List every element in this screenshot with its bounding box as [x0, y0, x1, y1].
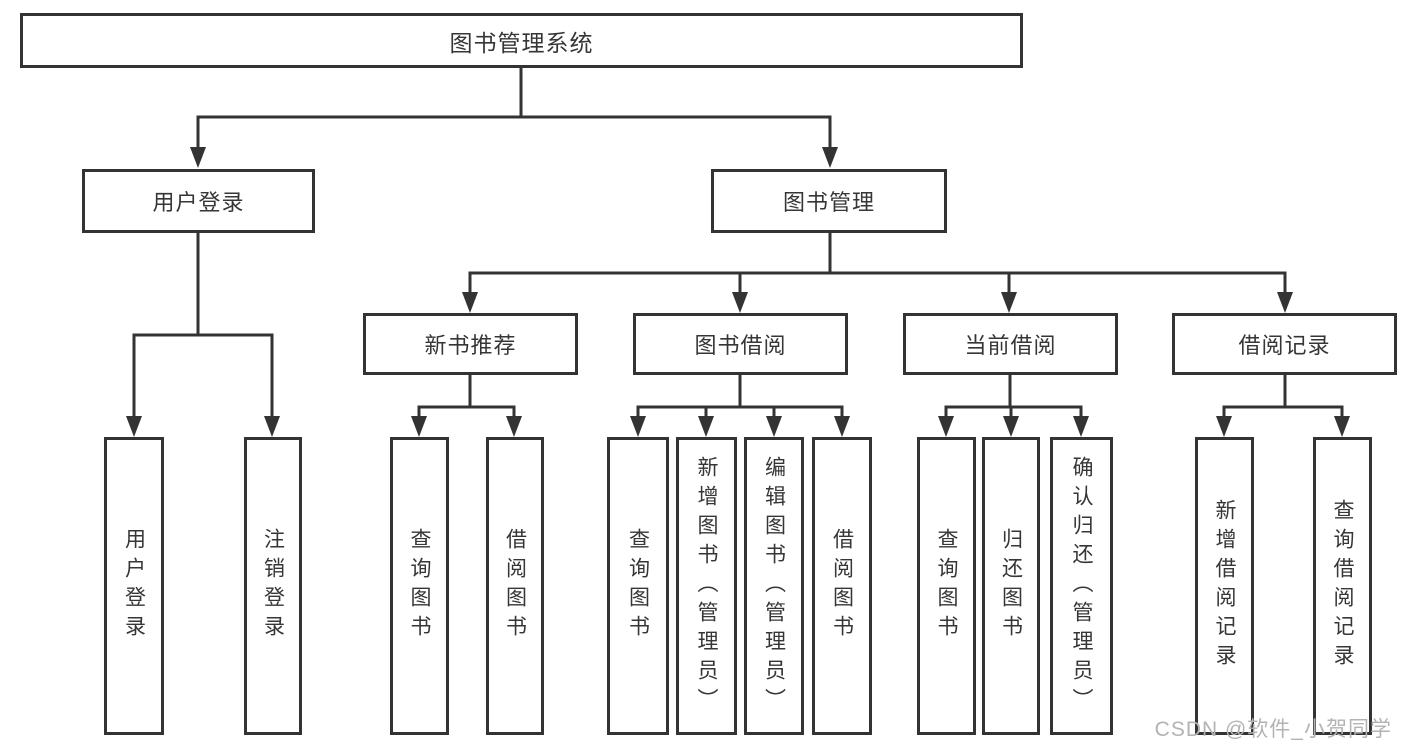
- leaf-logout: 注销登录: [244, 437, 302, 735]
- leaf-borrow-books-recommend: 借阅图书: [486, 437, 544, 735]
- leaf-label: 确认归还（管理员）: [1070, 455, 1093, 717]
- node-current-borrowing: 当前借阅: [903, 313, 1118, 375]
- node-label: 新书推荐: [424, 333, 517, 358]
- leaf-label: 查询图书: [935, 528, 958, 644]
- leaf-label: 新增图书（管理员）: [695, 455, 718, 717]
- leaf-label: 查询图书: [626, 528, 650, 644]
- leaf-query-borrow-record: 查询借阅记录: [1313, 437, 1372, 735]
- node-label: 用户登录: [152, 190, 245, 215]
- leaf-query-books-current: 查询图书: [917, 437, 976, 735]
- node-label: 图书管理: [782, 190, 875, 215]
- leaf-label: 新增借阅记录: [1213, 499, 1236, 673]
- node-user-login: 用户登录: [82, 169, 315, 233]
- node-library-management-system: 图书管理系统: [20, 13, 1023, 68]
- node-book-management: 图书管理: [711, 169, 947, 233]
- node-label: 图书借阅: [694, 333, 787, 358]
- node-label: 当前借阅: [964, 333, 1057, 358]
- node-label: 借阅记录: [1238, 333, 1331, 358]
- leaf-label: 用户登录: [122, 528, 146, 644]
- node-book-borrowing: 图书借阅: [633, 313, 848, 375]
- watermark: CSDN @软件_小贺同学: [1154, 718, 1392, 741]
- leaf-label: 借阅图书: [830, 528, 854, 644]
- node-label: 图书管理系统: [449, 29, 594, 56]
- leaf-add-books-admin: 新增图书（管理员）: [676, 437, 737, 735]
- node-borrowing-records: 借阅记录: [1172, 313, 1397, 375]
- leaf-label: 借阅图书: [503, 528, 527, 644]
- leaf-label: 查询图书: [408, 528, 431, 644]
- leaf-add-borrow-record: 新增借阅记录: [1195, 437, 1254, 735]
- leaf-label: 查询借阅记录: [1331, 499, 1354, 673]
- leaf-label: 注销登录: [261, 528, 285, 644]
- leaf-confirm-return-admin: 确认归还（管理员）: [1050, 437, 1113, 735]
- leaf-label: 编辑图书（管理员）: [762, 455, 786, 717]
- leaf-user-login: 用户登录: [104, 437, 164, 735]
- leaf-query-books-borrow: 查询图书: [607, 437, 669, 735]
- node-new-book-recommendation: 新书推荐: [363, 313, 578, 375]
- leaf-edit-books-admin: 编辑图书（管理员）: [744, 437, 804, 735]
- leaf-borrow-books: 借阅图书: [812, 437, 872, 735]
- leaf-label: 归还图书: [999, 528, 1023, 644]
- leaf-query-books-recommend: 查询图书: [390, 437, 449, 735]
- leaf-return-books: 归还图书: [982, 437, 1040, 735]
